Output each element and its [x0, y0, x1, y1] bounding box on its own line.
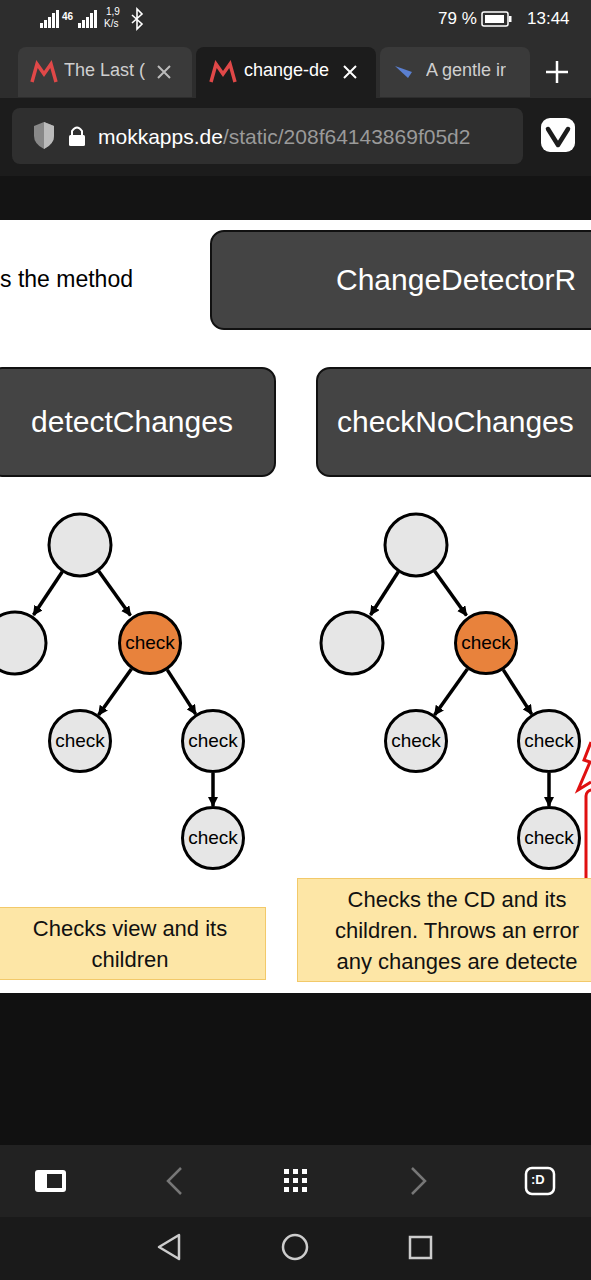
lock-icon: [69, 128, 85, 147]
shield-icon: [34, 122, 54, 149]
tree-left: [0, 514, 131, 674]
bluetooth-icon: [132, 9, 142, 29]
battery-percent: 79 %: [438, 9, 477, 29]
tab-title: change-de: [244, 60, 329, 81]
checked-node: check: [517, 709, 581, 773]
note-text: Checks view and its children: [1, 913, 259, 975]
box-title: detectChanges: [31, 404, 233, 440]
class-box: ChangeDetectorR: [210, 230, 591, 330]
node-label: check: [188, 730, 238, 753]
clock: 13:44: [527, 9, 570, 29]
signal-icon: [40, 10, 97, 28]
tree-arrow: [99, 669, 132, 715]
tab-title: A gentle ir: [426, 60, 506, 81]
note-text: Checks the CD and its children. Throws a…: [316, 884, 591, 977]
shield-icon-half: [44, 122, 54, 149]
node-label: check: [188, 827, 238, 850]
tabs-icon-text: :D: [531, 1173, 545, 1188]
vivaldi-logo: [541, 118, 575, 152]
battery-icon: [482, 12, 512, 26]
data-rate-unit: K/s: [104, 18, 118, 30]
url-path: /static/208f64143869f05d2: [223, 122, 471, 152]
forward-icon: [412, 1168, 425, 1194]
system-nav-bar: [0, 1217, 591, 1280]
page-header: [0, 176, 591, 220]
back-icon: [168, 1168, 181, 1194]
method-box: detectChanges: [0, 367, 276, 477]
tab-title: The Last (: [64, 60, 145, 81]
network-type: 46: [62, 11, 73, 23]
status-bar: [0, 0, 591, 42]
node-label: check: [391, 730, 441, 753]
box-title: checkNoChanges: [337, 404, 574, 440]
nav-home: [283, 1235, 307, 1259]
description-note: Checks the CD and its children. Throws a…: [297, 878, 591, 982]
tree-arrow: [167, 670, 195, 714]
tabs-icon-frame: [526, 1168, 554, 1194]
tree-arrow: [435, 669, 468, 715]
tree-right: [321, 514, 467, 674]
page-footer: [0, 993, 591, 1145]
nav-back: [159, 1235, 179, 1259]
method-box: checkNoChanges: [316, 367, 591, 477]
panel-icon: [35, 1170, 66, 1192]
node-label: check: [55, 730, 105, 753]
tab-favicon: [32, 64, 56, 82]
checked-node: check: [454, 611, 518, 675]
annotation-text: s the method: [0, 266, 133, 292]
checked-node: check: [181, 709, 245, 773]
browser-toolbar: [0, 1145, 591, 1217]
checked-node: check: [48, 709, 112, 773]
tree-arrow: [547, 773, 551, 806]
url-domain: mokkapps.de: [98, 122, 223, 152]
node-label: check: [461, 632, 511, 655]
node-label: check: [524, 730, 574, 753]
checked-node: check: [118, 611, 182, 675]
node-label: check: [524, 827, 574, 850]
data-rate: 1,9: [106, 6, 120, 18]
tab-favicon: [211, 64, 235, 82]
box-title: ChangeDetectorR: [336, 262, 576, 298]
error-callout: [578, 742, 591, 885]
checked-node: check: [517, 806, 581, 870]
speed-dial-icon: [284, 1169, 307, 1192]
tab-favicon: [395, 66, 412, 78]
node-label: check: [125, 632, 175, 655]
tree-arrow: [503, 670, 531, 714]
nav-recent: [410, 1237, 431, 1258]
description-note: Checks view and its children: [0, 907, 266, 980]
tree-arrow: [211, 773, 215, 806]
checked-node: check: [181, 806, 245, 870]
url-text-row: mokkapps.de/static/208f64143869f05d2: [98, 122, 520, 152]
checked-node: check: [384, 709, 448, 773]
new-tab-icon: [546, 61, 568, 83]
